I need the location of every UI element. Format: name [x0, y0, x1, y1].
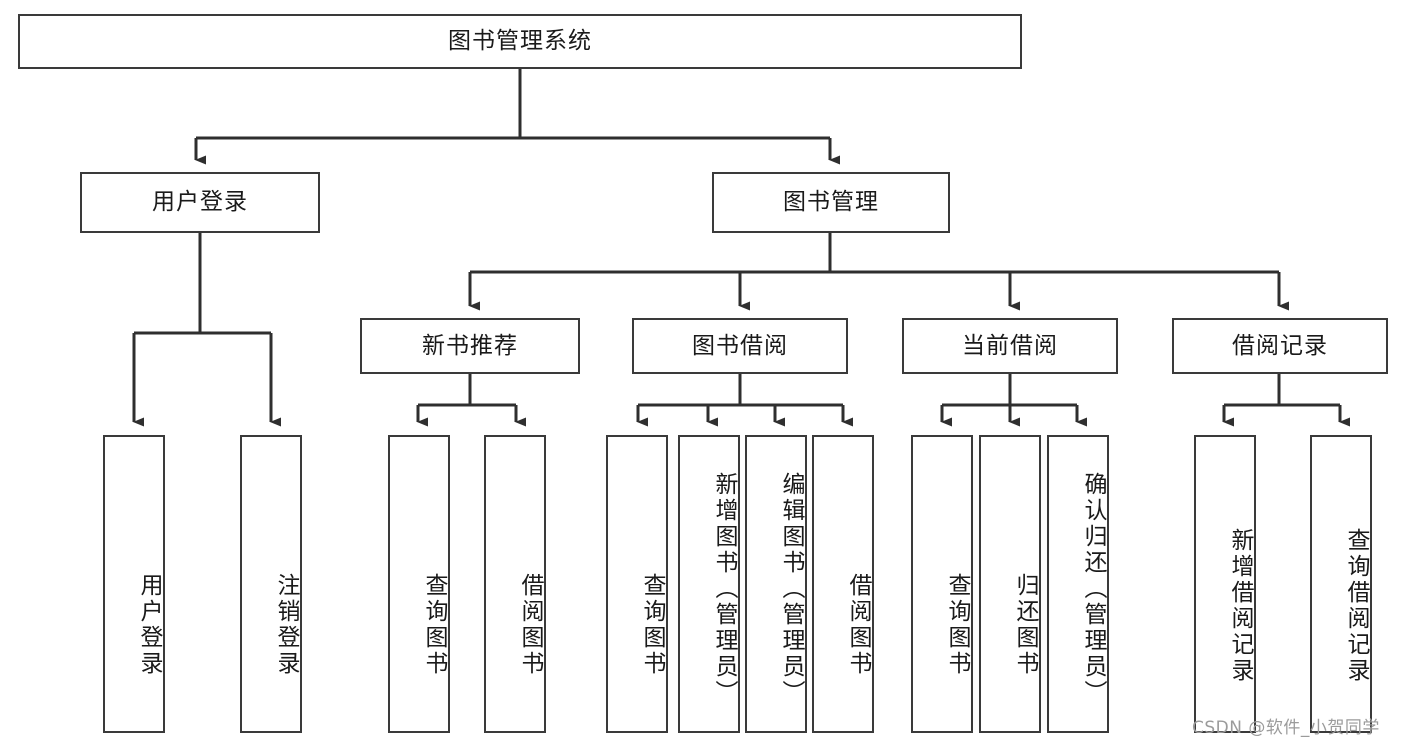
leaf-query-book-borrow[interactable]: 查询图书: [606, 435, 668, 733]
leaf-edit-book[interactable]: 编辑图书（管理员）: [745, 435, 807, 733]
node-new-book-recommend[interactable]: 新书推荐: [360, 318, 580, 374]
node-label: 用户登录: [152, 189, 248, 216]
leaf-user-logout[interactable]: 注销登录: [240, 435, 302, 733]
leaf-query-book-recommend[interactable]: 查询图书: [388, 435, 450, 733]
node-label: 借阅图书: [517, 573, 543, 677]
node-user-login[interactable]: 用户登录: [80, 172, 320, 233]
node-label: 图书借阅: [692, 332, 788, 359]
node-label: 新增借阅记录: [1227, 528, 1253, 684]
node-root-system[interactable]: 图书管理系统: [18, 14, 1022, 69]
node-current-borrow[interactable]: 当前借阅: [902, 318, 1118, 374]
node-label: 借阅记录: [1232, 332, 1328, 359]
leaf-confirm-return[interactable]: 确认归还（管理员）: [1047, 435, 1109, 733]
leaf-borrow-book[interactable]: 借阅图书: [812, 435, 874, 733]
node-label: 查询图书: [944, 573, 970, 677]
node-book-borrow[interactable]: 图书借阅: [632, 318, 848, 374]
node-book-management[interactable]: 图书管理: [712, 172, 950, 233]
node-label: 归还图书: [1012, 573, 1038, 677]
leaf-query-book-current[interactable]: 查询图书: [911, 435, 973, 733]
node-label: 查询借阅记录: [1343, 528, 1369, 684]
node-label: 用户登录: [136, 573, 162, 677]
node-label: 借阅图书: [845, 573, 871, 677]
node-label: 当前借阅: [962, 332, 1058, 359]
node-borrow-record[interactable]: 借阅记录: [1172, 318, 1388, 374]
node-label: 查询图书: [421, 573, 447, 677]
node-label: 注销登录: [273, 573, 299, 677]
node-label: 确认归还（管理员）: [1080, 472, 1106, 706]
leaf-user-login[interactable]: 用户登录: [103, 435, 165, 733]
node-label: 图书管理系统: [448, 28, 592, 55]
leaf-borrow-book-recommend[interactable]: 借阅图书: [484, 435, 546, 733]
leaf-add-book[interactable]: 新增图书（管理员）: [678, 435, 740, 733]
node-label: 新增图书（管理员）: [711, 472, 737, 706]
leaf-add-borrow-record[interactable]: 新增借阅记录: [1194, 435, 1256, 733]
node-label: 编辑图书（管理员）: [778, 472, 804, 706]
leaf-return-book[interactable]: 归还图书: [979, 435, 1041, 733]
watermark-credit: CSDN @软件_小贺同学: [1192, 718, 1380, 738]
node-label: 查询图书: [639, 573, 665, 677]
node-label: 新书推荐: [422, 332, 518, 359]
node-label: 图书管理: [783, 189, 879, 216]
leaf-query-borrow-record[interactable]: 查询借阅记录: [1310, 435, 1372, 733]
